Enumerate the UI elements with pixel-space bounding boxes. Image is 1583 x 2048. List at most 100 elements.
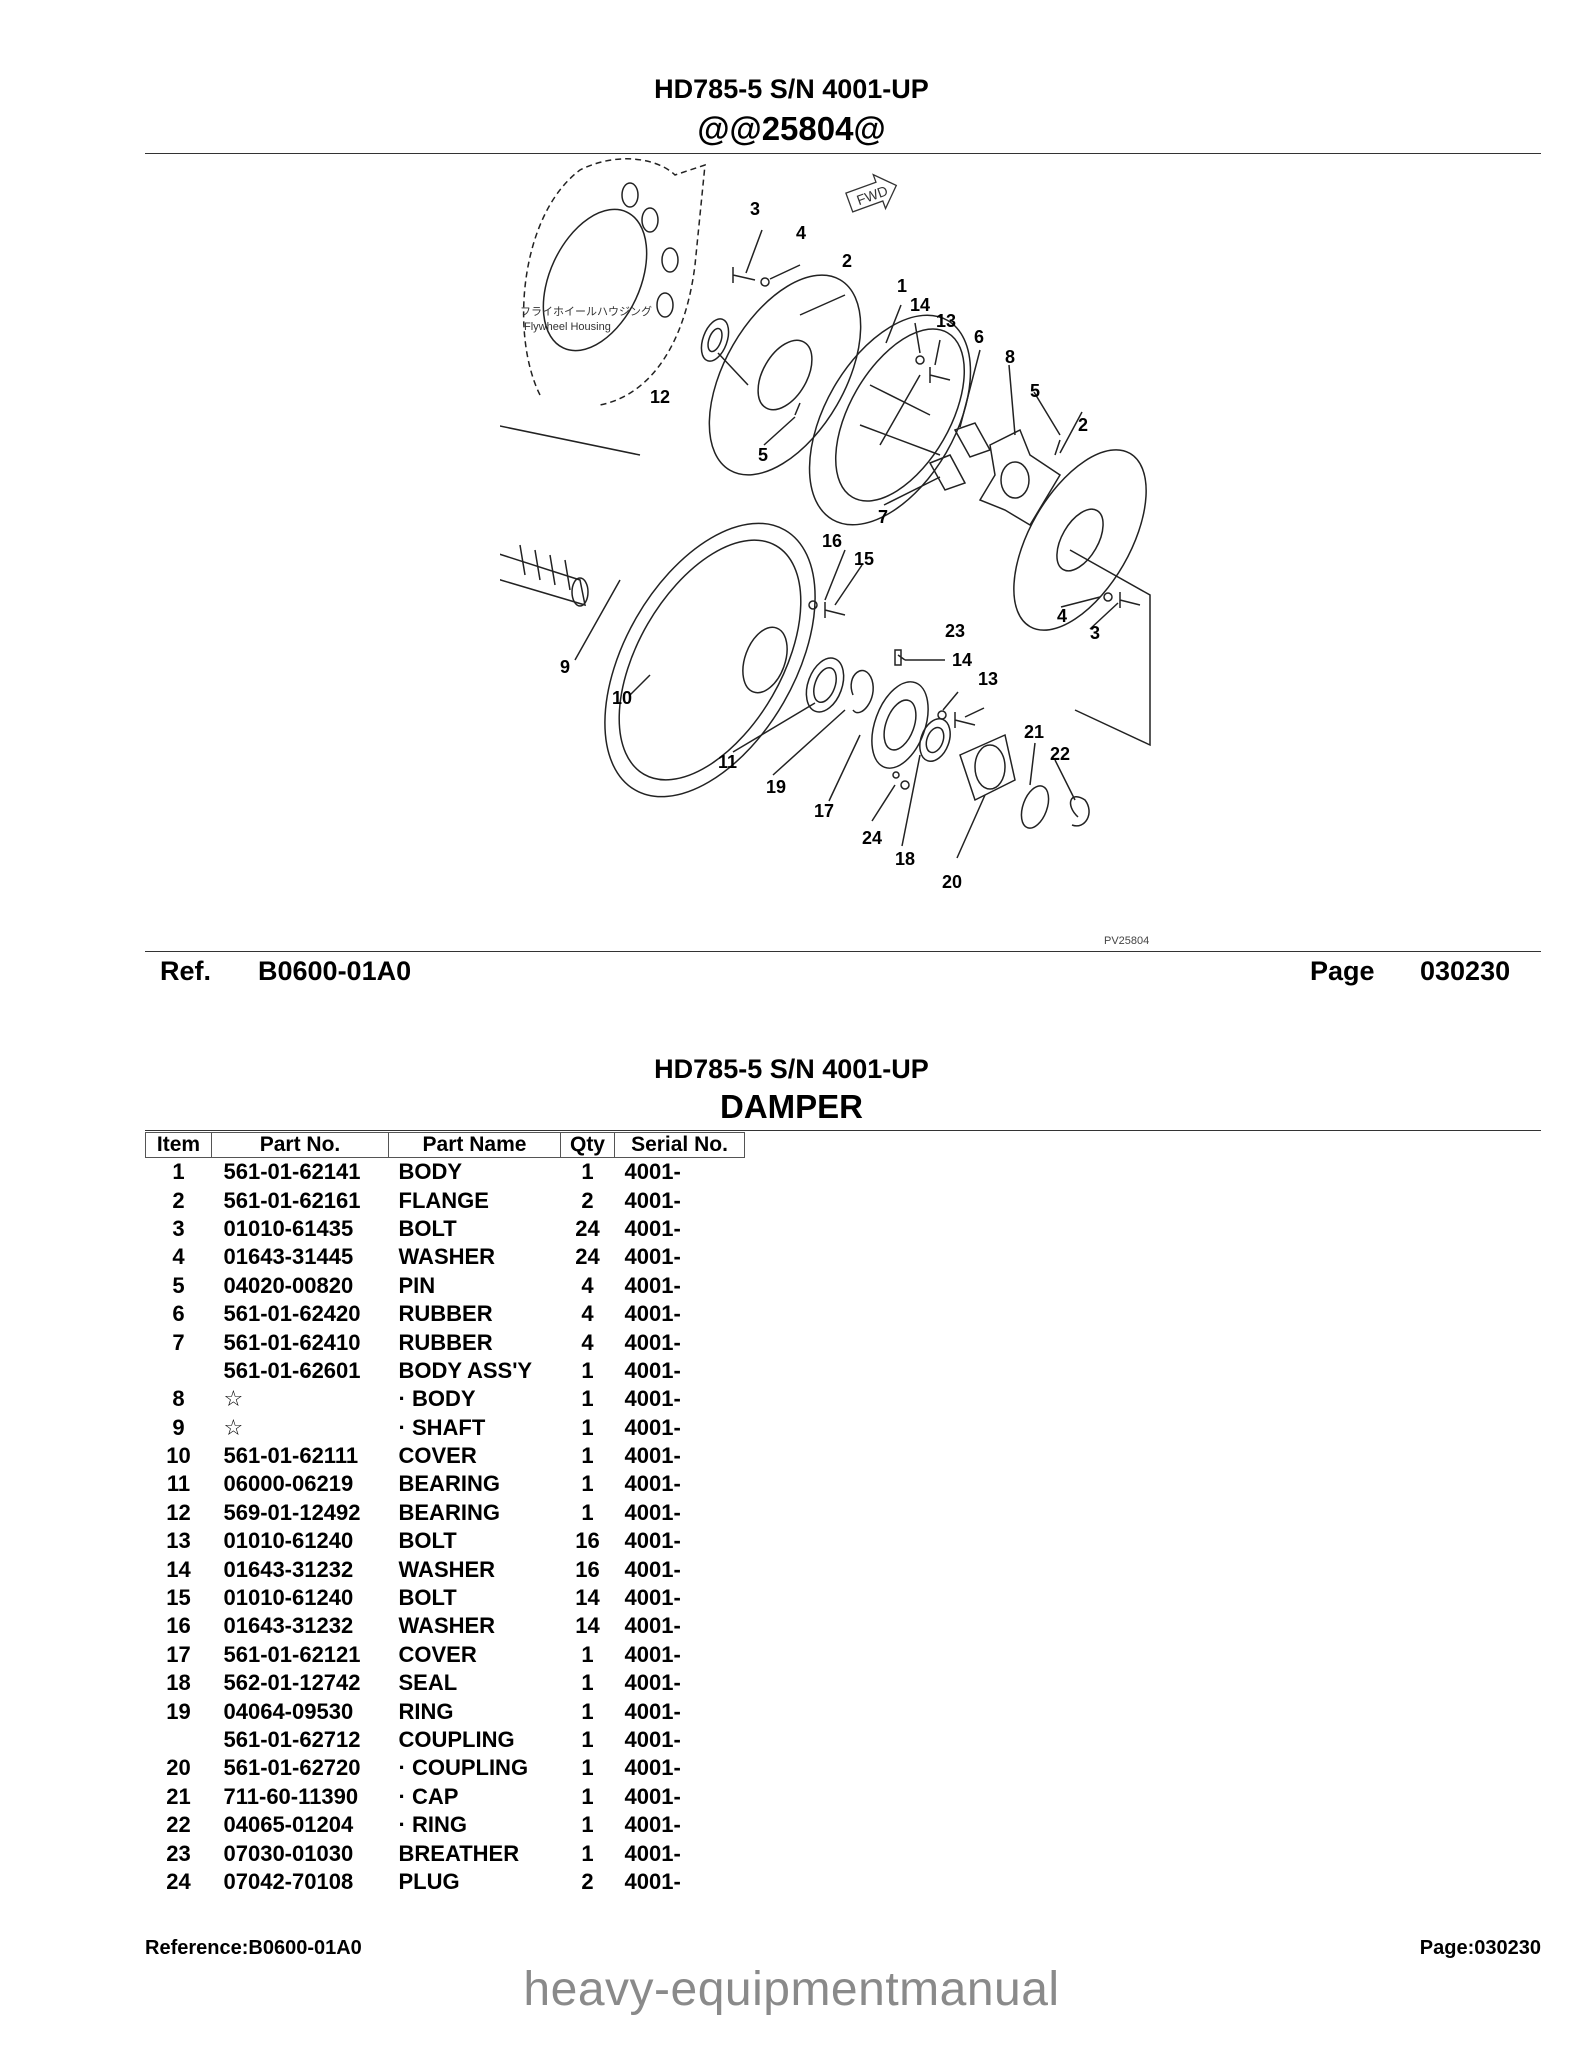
header-item: Item xyxy=(145,1132,212,1158)
cell-part-name: WASHER xyxy=(398,1613,496,1639)
cell-part-name: BEARING xyxy=(398,1499,500,1525)
cell-item: 9 xyxy=(172,1414,185,1440)
cell-part-name: · BODY xyxy=(398,1386,476,1412)
callout-7: 7 xyxy=(878,507,888,527)
cell-item: 13 xyxy=(166,1528,191,1554)
cell-serial-no: 4001- xyxy=(624,1187,681,1213)
cell-part-no: 569-01-12492 xyxy=(223,1499,361,1525)
ref-label: Ref. xyxy=(160,956,212,986)
cell-part-name: RING xyxy=(398,1698,454,1724)
cell-item: 15 xyxy=(166,1585,191,1611)
cell-part-name: FLANGE xyxy=(398,1187,489,1213)
cell-qty: 1 xyxy=(581,1641,594,1667)
cell-part-no: 04020-00820 xyxy=(223,1272,354,1298)
cell-serial-no: 4001- xyxy=(624,1471,681,1497)
cell-item: 8 xyxy=(172,1386,185,1412)
cell-item: 7 xyxy=(172,1329,185,1355)
cell-qty: 1 xyxy=(581,1812,594,1838)
cell-qty: 1 xyxy=(581,1414,594,1440)
cell-item: 16 xyxy=(166,1613,191,1639)
cell-item xyxy=(146,1726,212,1754)
callout-15: 15 xyxy=(854,549,874,569)
cell-part-name: BOLT xyxy=(398,1585,457,1611)
cell-serial-no: 4001- xyxy=(624,1499,681,1525)
cell-serial-no: 4001- xyxy=(624,1386,681,1412)
cell-part-no: 561-01-62410 xyxy=(223,1329,361,1355)
cell-serial-no: 4001- xyxy=(624,1868,681,1894)
table-row: 9 ☆ · SHAFT 1 4001- xyxy=(146,1414,745,1442)
cell-part-no: ☆ xyxy=(223,1414,244,1440)
cell-item: 21 xyxy=(166,1783,191,1809)
cell-part-name: RUBBER xyxy=(398,1301,493,1327)
cell-part-name: BODY xyxy=(398,1159,463,1185)
cell-item: 18 xyxy=(166,1670,191,1696)
cell-part-no: 06000-06219 xyxy=(223,1471,354,1497)
callout-9: 9 xyxy=(560,657,570,677)
cell-part-name: · CAP xyxy=(398,1783,459,1809)
callout-16: 16 xyxy=(822,531,842,551)
cell-item: 14 xyxy=(166,1556,191,1582)
table-header-row: Item Part No. Part Name Qty Serial No. xyxy=(145,1132,745,1158)
ref-divider xyxy=(145,951,1541,952)
cell-part-name: SEAL xyxy=(398,1670,458,1696)
callout-24: 24 xyxy=(862,828,882,848)
callout-22: 22 xyxy=(1050,744,1070,764)
callout-12: 12 xyxy=(650,387,670,407)
cell-part-no: 01643-31232 xyxy=(223,1613,354,1639)
cell-item: 17 xyxy=(166,1641,191,1667)
cell-item: 24 xyxy=(166,1868,191,1894)
callout-3b: 3 xyxy=(1090,623,1100,643)
cell-part-name: · SHAFT xyxy=(398,1414,486,1440)
cell-serial-no: 4001- xyxy=(624,1585,681,1611)
cell-qty: 16 xyxy=(575,1528,600,1554)
cell-serial-no: 4001- xyxy=(624,1414,681,1440)
top-model-title: HD785-5 S/N 4001-UP xyxy=(654,74,929,104)
cell-serial-no: 4001- xyxy=(624,1329,681,1355)
section-title: DAMPER xyxy=(719,1088,863,1125)
figure-id: PV25804 xyxy=(1104,935,1149,947)
diagram-callouts: 3 4 2 1 14 13 6 8 5 2 12 5 7 16 15 4 3 9… xyxy=(560,199,1100,892)
cell-part-no: 561-01-62420 xyxy=(223,1301,361,1327)
cell-item: 2 xyxy=(172,1187,185,1213)
cell-part-name: BEARING xyxy=(398,1471,500,1497)
header-divider xyxy=(145,153,1541,154)
cell-item: 6 xyxy=(172,1301,185,1327)
cell-qty: 1 xyxy=(581,1386,594,1412)
fwd-arrow-icon: FWD xyxy=(845,173,898,213)
cell-part-name: BOLT xyxy=(398,1215,457,1241)
cell-serial-no: 4001- xyxy=(624,1528,681,1554)
cell-part-name: · RING xyxy=(398,1812,467,1838)
callout-17: 17 xyxy=(814,801,834,821)
parts-table: Item Part No. Part Name Qty Serial No. 1… xyxy=(145,1132,745,1896)
cell-qty: 1 xyxy=(581,1159,594,1185)
cell-part-no: 561-01-62141 xyxy=(223,1159,361,1185)
cell-part-no: 561-01-62601 xyxy=(223,1357,361,1383)
cell-item: 12 xyxy=(166,1499,191,1525)
cell-part-no: 711-60-11390 xyxy=(223,1783,359,1809)
bottom-model-title: HD785-5 S/N 4001-UP xyxy=(654,1054,929,1084)
cell-part-no: 01643-31232 xyxy=(223,1556,354,1582)
cell-qty: 14 xyxy=(575,1613,600,1639)
callout-10: 10 xyxy=(612,688,632,708)
callout-14: 14 xyxy=(910,295,930,315)
housing-label-jp: フライホイールハウジング xyxy=(520,304,652,318)
cell-qty: 4 xyxy=(581,1329,594,1355)
cell-serial-no: 4001- xyxy=(624,1244,681,1270)
cell-serial-no: 4001- xyxy=(624,1840,681,1866)
cell-part-no: ☆ xyxy=(223,1386,244,1412)
header-part-no: Part No. xyxy=(211,1132,389,1158)
cell-qty: 1 xyxy=(581,1443,594,1469)
cell-qty: 1 xyxy=(581,1357,594,1383)
cell-part-no: 561-01-62712 xyxy=(223,1727,361,1752)
